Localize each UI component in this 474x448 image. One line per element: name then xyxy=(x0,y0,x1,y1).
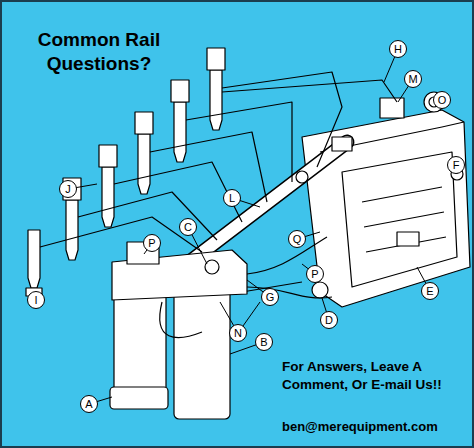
callout-letter: H xyxy=(394,44,402,55)
callout-letter: B xyxy=(260,337,267,348)
email-text: ben@merequipment.com xyxy=(282,419,470,436)
callout-circle: O xyxy=(433,91,451,109)
callout-letter: G xyxy=(266,292,275,303)
callout-circle: H xyxy=(389,40,407,58)
callout-letter: D xyxy=(325,315,333,326)
callout-circle: I xyxy=(27,291,45,309)
callout-letter: O xyxy=(438,95,447,106)
callout-circle: E xyxy=(421,282,439,300)
callout-letter: E xyxy=(426,286,433,297)
filter xyxy=(110,242,247,419)
rail xyxy=(187,137,352,264)
callout-circle: P xyxy=(143,234,161,252)
callout-letter: I xyxy=(34,295,37,306)
callout-letter: N xyxy=(234,328,242,339)
leader-lines xyxy=(34,49,457,404)
note-text: For Answers, Leave A Comment, Or E-mail … xyxy=(282,358,470,393)
callout-circle: G xyxy=(261,288,279,306)
callout-letter: J xyxy=(65,184,71,195)
callout-letter: F xyxy=(453,160,460,171)
hoses xyxy=(160,237,332,338)
callout-circle: M xyxy=(404,70,422,88)
callout-letter: L xyxy=(229,193,235,204)
callout-circle: L xyxy=(223,189,241,207)
callout-circle: C xyxy=(179,218,197,236)
callout-circle: N xyxy=(229,324,247,342)
callout-letter: P xyxy=(311,269,318,280)
callout-letter: A xyxy=(85,399,92,410)
callout-circle: F xyxy=(447,156,465,174)
callout-letter: Q xyxy=(293,234,302,245)
pump xyxy=(302,92,470,307)
title: Common Rail Questions? xyxy=(24,28,174,76)
callout-circle: J xyxy=(59,180,77,198)
callout-circle: P xyxy=(306,265,324,283)
callout-circle: A xyxy=(80,395,98,413)
callout-circle: B xyxy=(255,333,273,351)
callout-letter: P xyxy=(148,238,155,249)
callout-circle: Q xyxy=(288,230,306,248)
callout-letter: M xyxy=(408,74,417,85)
callout-letter: C xyxy=(184,222,192,233)
callout-circle: D xyxy=(320,311,338,329)
